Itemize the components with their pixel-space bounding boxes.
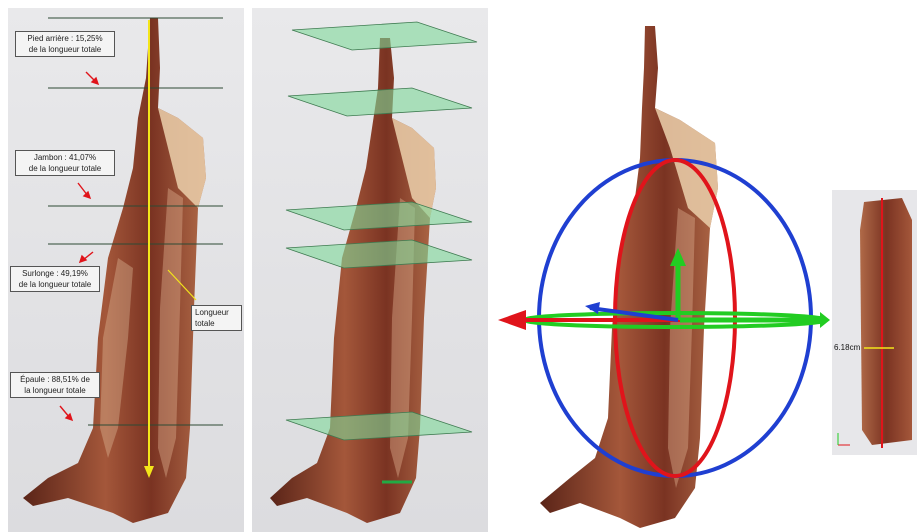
label-pied-arriere: Pied arrière : 15,25% de la longueur tot… bbox=[15, 31, 115, 57]
label-jambon: Jambon : 41,07% de la longueur totale bbox=[15, 150, 115, 176]
rotation-gizmo-panel bbox=[490, 8, 830, 532]
carcass-figure-3 bbox=[490, 8, 830, 532]
carcass-figure-2 bbox=[252, 8, 488, 532]
callout-arrows bbox=[60, 72, 98, 420]
thickness-measure-panel: 6.18cm bbox=[832, 190, 917, 455]
carcass-slab-figure bbox=[832, 190, 917, 455]
annotated-carcass-panel: Pied arrière : 15,25% de la longueur tot… bbox=[8, 8, 244, 532]
cutting-planes-panel bbox=[252, 8, 488, 532]
label-epaule: Épaule : 88,51% de la longueur totale bbox=[10, 372, 100, 398]
thickness-measurement: 6.18cm bbox=[834, 343, 860, 352]
label-surlonge: Surlonge : 49,19% de la longueur totale bbox=[10, 266, 100, 292]
label-longueur-totale: Longueur totale bbox=[191, 305, 242, 331]
slab-shape bbox=[860, 198, 912, 445]
carcass-shape bbox=[540, 26, 718, 528]
